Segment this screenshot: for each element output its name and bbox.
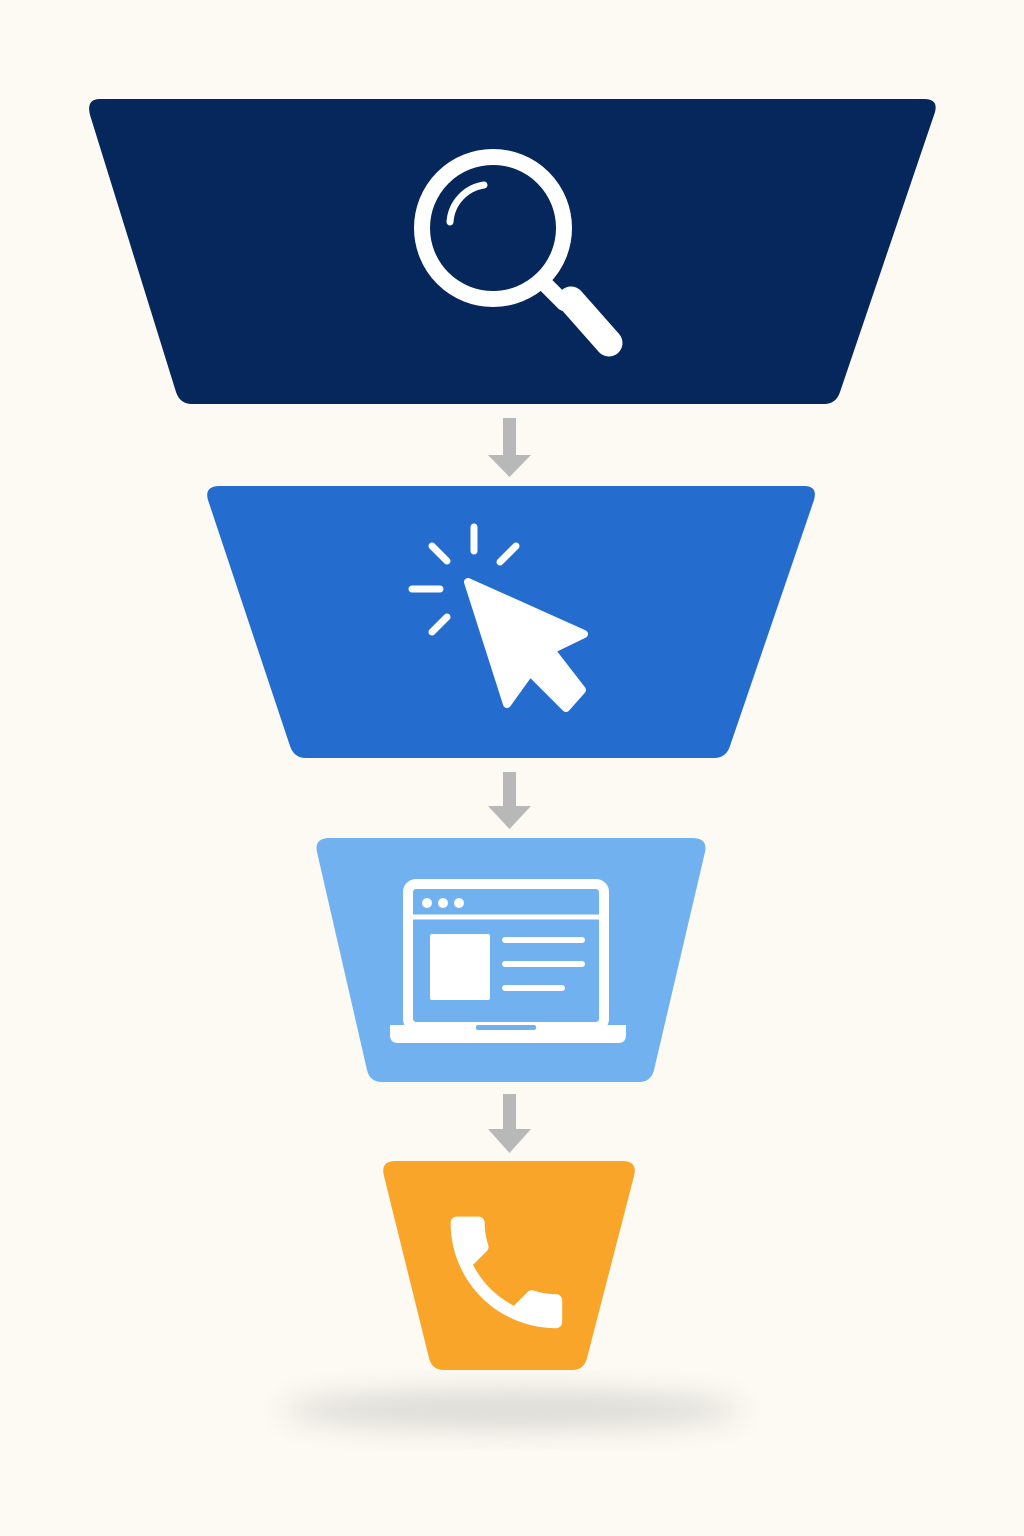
phone-icon bbox=[450, 1216, 563, 1329]
flow-arrow-1 bbox=[488, 418, 531, 477]
funnel-stage-1 bbox=[89, 99, 936, 404]
flow-arrow-2 bbox=[488, 772, 531, 829]
funnel-stage-3-shape bbox=[316, 838, 706, 1082]
funnel-stage-4 bbox=[383, 1161, 635, 1370]
cursor-click-icon bbox=[408, 523, 588, 712]
laptop-webpage-icon bbox=[390, 879, 626, 1043]
funnel-stage-3 bbox=[316, 838, 706, 1082]
funnel-ground-shadow bbox=[282, 1390, 742, 1430]
search-icon bbox=[414, 149, 623, 357]
funnel-stage-2 bbox=[207, 486, 815, 758]
flow-arrow-3 bbox=[488, 1094, 531, 1153]
funnel-stage-1-shape bbox=[89, 99, 936, 404]
funnel-stage-4-shape bbox=[383, 1161, 635, 1370]
